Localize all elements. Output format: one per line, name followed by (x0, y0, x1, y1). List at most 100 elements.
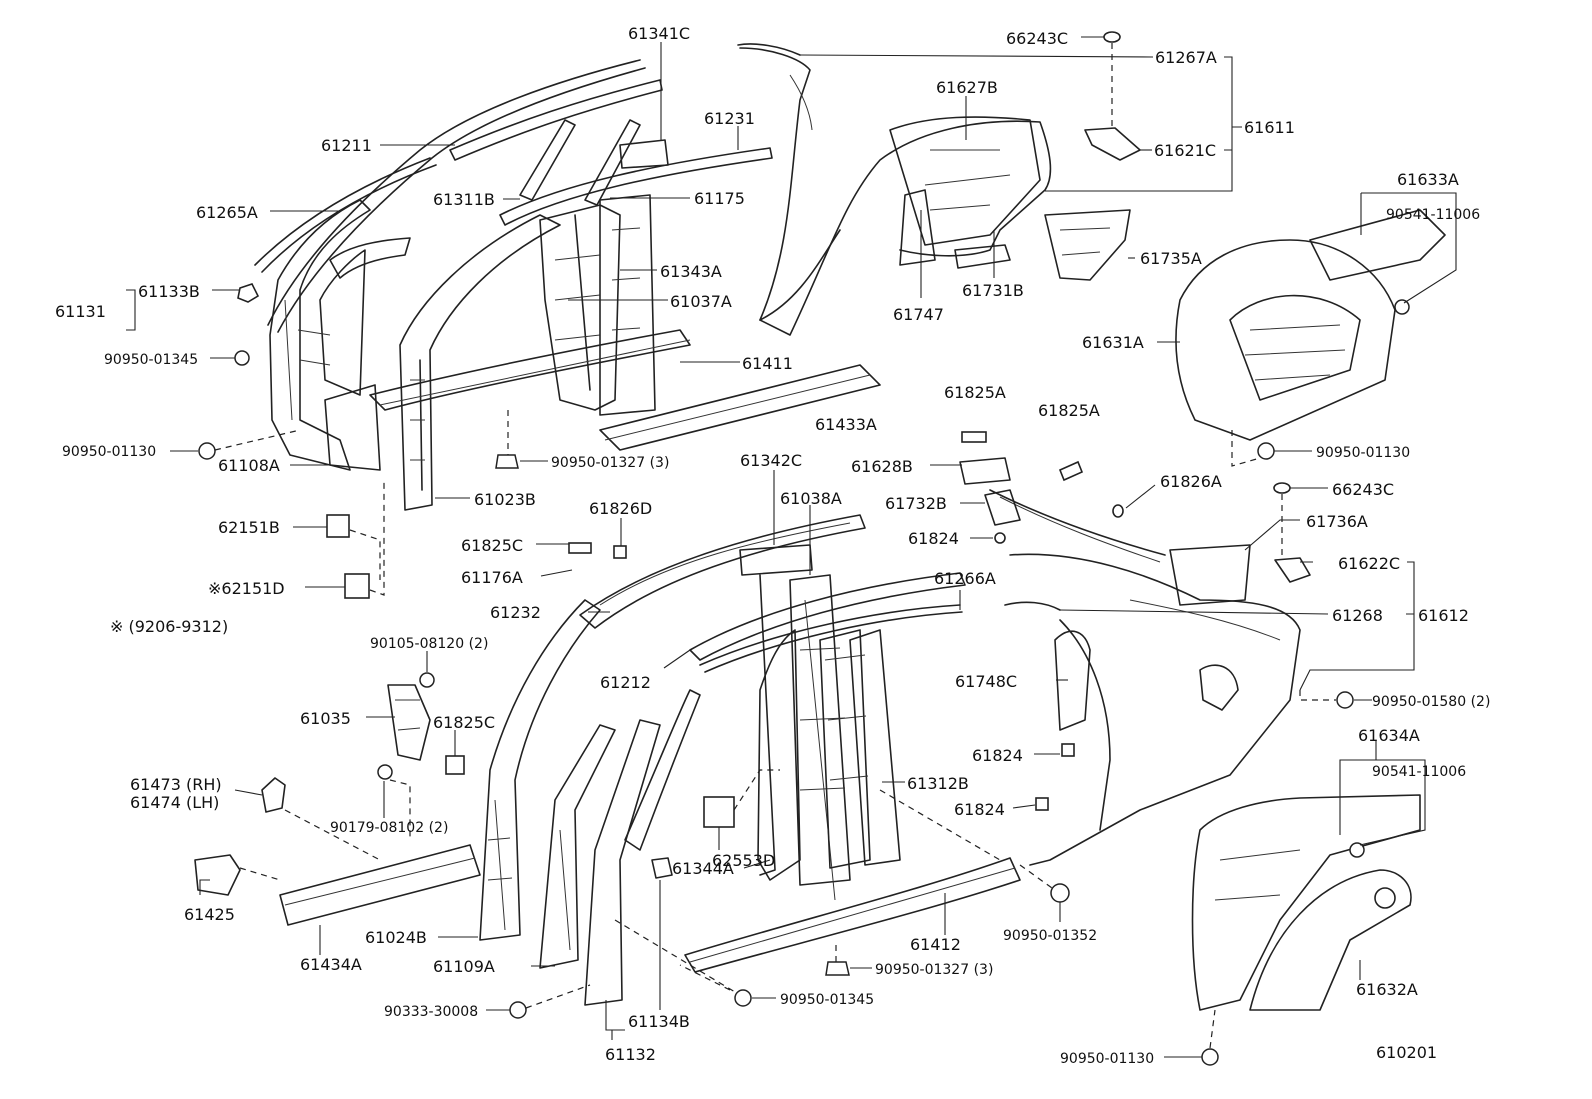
plug-90950-01327-bot-icon (825, 961, 850, 976)
label-61732B: 61732B (885, 494, 947, 513)
plug-90950-01580-icon (1336, 691, 1354, 709)
label-61612: 61612 (1418, 606, 1469, 625)
plug-90950-01130-left-icon (198, 442, 216, 460)
roof-side-inner-61232 (579, 514, 866, 629)
front-pillar-61109A (539, 724, 616, 969)
plug-90950-01130-right-icon (1257, 442, 1275, 460)
label-61824-2: 61824 (972, 746, 1023, 765)
label-61341C: 61341C (628, 24, 690, 43)
pad-61825A-2-icon (1058, 460, 1084, 482)
pad-61825C-top-icon (568, 542, 592, 554)
label-61132: 61132 (605, 1045, 656, 1064)
label-90950-01345-bot: 90950-01345 (780, 992, 874, 1008)
label-9206-9312: ※ (9206-9312) (110, 617, 228, 636)
label-61175: 61175 (694, 189, 745, 208)
panel-61735A (1044, 209, 1131, 281)
center-pillar-61342C (739, 544, 813, 876)
bracket-61473-61474 (261, 777, 286, 813)
clip-90541-11006-top-icon (1394, 299, 1410, 315)
fastener-icons (198, 31, 1410, 1066)
drip-molding-61265A (254, 157, 437, 273)
insulator-62553D (703, 796, 735, 828)
label-61474-lh: 61474 (LH) (130, 793, 219, 812)
label-61212: 61212 (600, 673, 651, 692)
rocker-outer-61433A (599, 364, 881, 451)
label-61824-3: 61824 (954, 800, 1005, 819)
seal-61824-1-icon (994, 532, 1006, 544)
pad-62151D-icon (344, 573, 370, 599)
rear-wheelhouse-inner-61631A (1175, 239, 1396, 441)
label-61621C: 61621C (1154, 141, 1216, 160)
seal-61826A-icon (1112, 504, 1124, 518)
label-61411: 61411 (742, 354, 793, 373)
label-61265A: 61265A (196, 203, 258, 222)
label-90950-01327-top: 90950-01327 (3) (551, 455, 669, 471)
plug-90950-01345-top-icon (234, 350, 250, 366)
plug-90950-01345-bot-icon (734, 989, 752, 1007)
plug-90950-01327-top-icon (495, 454, 519, 469)
label-61024B: 61024B (365, 928, 427, 947)
label-62151B: 62151B (218, 518, 280, 537)
front-pillar-inner-61024B (479, 599, 601, 941)
label-61731B: 61731B (962, 281, 1024, 300)
roof-side-rail-61212 (689, 572, 966, 661)
label-61231: 61231 (704, 109, 755, 128)
center-pillar-outer-61344A (757, 629, 871, 881)
label-61622C: 61622C (1338, 554, 1400, 573)
label-61633A: 61633A (1397, 170, 1459, 189)
plug-66243C-top-icon (1103, 31, 1121, 43)
gusset-61731B (954, 244, 1011, 269)
label-61312B: 61312B (907, 774, 969, 793)
label-610201: 610201 (1376, 1043, 1437, 1062)
rear-wheelhouse-panel-61633A (1309, 209, 1446, 281)
label-90541-11006-top: 90541-11006 (1386, 207, 1480, 223)
clip-90541-11006-bot-icon (1349, 842, 1365, 858)
bolt-90105-08120-icon (419, 672, 435, 688)
label-61425: 61425 (184, 905, 235, 924)
pillar-patch-61341C (619, 139, 669, 169)
quarter-panel-61611 (739, 47, 1052, 336)
roof-gutter-61268 (1004, 601, 1061, 611)
roof-side-rail-61211 (267, 59, 663, 333)
pad-61825A-1-icon (961, 431, 987, 443)
label-61632A: 61632A (1356, 980, 1418, 999)
roof-rail-61231 (499, 147, 773, 226)
label-61825C-mid: 61825C (433, 713, 495, 732)
label-61232: 61232 (490, 603, 541, 622)
rocker-outer-61434A (279, 844, 481, 926)
label-61826A: 61826A (1160, 472, 1222, 491)
label-90950-01327-bot: 90950-01327 (3) (875, 962, 993, 978)
seal-61824-2-icon (1061, 743, 1075, 757)
label-61634A: 61634A (1358, 726, 1420, 745)
label-61176A: 61176A (461, 568, 523, 587)
rear-wheelhouse-61632A (1249, 869, 1412, 1011)
label-61268: 61268 (1332, 606, 1383, 625)
label-90105-08120: 90105-08120 (2) (370, 636, 488, 652)
label-61434A: 61434A (300, 955, 362, 974)
plug-90950-01352-icon (1050, 883, 1070, 903)
label-61631A: 61631A (1082, 333, 1144, 352)
label-61433A: 61433A (815, 415, 877, 434)
rail-61266A (699, 604, 963, 673)
roof-gutter-61267A (737, 43, 801, 56)
label-61023B: 61023B (474, 490, 536, 509)
label-61825A-2: 61825A (1038, 401, 1100, 420)
label-61824-1: 61824 (908, 529, 959, 548)
label-61037A: 61037A (670, 292, 732, 311)
label-61736A: 61736A (1306, 512, 1368, 531)
label-90950-01345-top: 90950-01345 (104, 352, 198, 368)
label-61035: 61035 (300, 709, 351, 728)
plug-90333-30008-icon (509, 1001, 527, 1019)
pad-61825C-mid-icon (445, 755, 465, 775)
quarter-panel-61612 (1009, 553, 1301, 866)
label-61735A: 61735A (1140, 249, 1202, 268)
label-61628B: 61628B (851, 457, 913, 476)
seal-61824-3-icon (1035, 797, 1049, 811)
label-61109A: 61109A (433, 957, 495, 976)
label-61267A: 61267A (1155, 48, 1217, 67)
label-90541-11006-bot: 90541-11006 (1372, 764, 1466, 780)
rocker-inner-61411 (369, 329, 691, 411)
label-61133B: 61133B (138, 282, 200, 301)
center-pillar-inner-61038A (789, 574, 851, 901)
panel-61748C (1054, 630, 1091, 731)
